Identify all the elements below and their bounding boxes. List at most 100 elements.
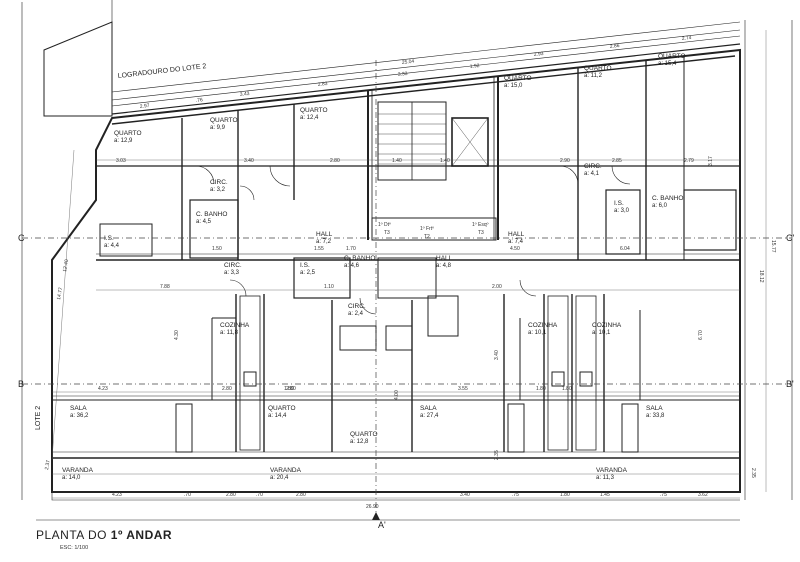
dimension-label: 2.00 <box>492 284 502 290</box>
dimension-label: 26.90 <box>366 504 379 510</box>
room-name: C. BANHO <box>196 211 227 218</box>
room-name: SALA <box>646 405 663 412</box>
stair-t2: T2 <box>424 234 430 240</box>
room-name: QUARTO <box>584 65 612 72</box>
dimension-label: 1.50 <box>212 246 222 252</box>
room-name: C. BANHO <box>344 255 375 262</box>
dimension-label: 1.92 <box>470 63 481 70</box>
room-area: a: 9,9 <box>210 125 226 131</box>
room-name: CIRC. <box>584 163 602 170</box>
dimension-label: 1.40 <box>440 158 450 164</box>
dimension-label: 3.40 <box>494 350 500 360</box>
room-name: QUARTO <box>300 107 328 114</box>
dimension-label: 3.62 <box>698 492 708 498</box>
room-area: a: 2,5 <box>300 270 316 276</box>
room-area: a: 27,4 <box>420 413 439 419</box>
dimension-label: 1.10 <box>324 284 334 290</box>
room-name: QUARTO <box>658 53 686 60</box>
room-area: a: 33,8 <box>646 413 665 419</box>
dimension-label: 2.80 <box>330 158 340 164</box>
dimension-label: 1.40 <box>392 158 402 164</box>
room-name: QUARTO <box>210 117 238 124</box>
room-area: a: 11,2 <box>584 73 603 79</box>
dimension-label: 6.70 <box>698 330 704 340</box>
lote-label: LOTE 2 <box>35 406 42 430</box>
neighbour-block <box>43 21 113 117</box>
room-name: CIRC. <box>224 262 242 269</box>
room-area: a: 10,1 <box>528 330 547 336</box>
room-area: a: 3,3 <box>224 270 240 276</box>
logradouro-label: LOGRADOURO DO LOTE 2 <box>117 63 206 80</box>
dimension-label: 7.88 <box>160 284 170 290</box>
dimension-label: 4.23 <box>112 492 122 498</box>
room-area: a: 36,2 <box>70 413 89 419</box>
section-b-left: B <box>18 379 24 389</box>
dimension-label: 3.55 <box>458 386 468 392</box>
stair-t3: T3 <box>384 230 390 236</box>
section-c-right: C' <box>786 233 794 243</box>
dimension-label: 3.40 <box>460 492 470 498</box>
dimension-label: 4.50 <box>510 246 520 252</box>
dimension-label: 2.93 <box>534 51 545 58</box>
stair-t3b-level: 1º Esqº <box>472 222 489 228</box>
room-name: CIRC. <box>348 303 366 310</box>
room-area: a: 14,0 <box>62 475 81 481</box>
room-area: a: 3,0 <box>614 208 630 214</box>
dimension-label: 18.12 <box>758 270 764 283</box>
section-b-right: B' <box>786 379 794 389</box>
dimension-label: 2.79 <box>684 158 694 164</box>
room-name: HALL <box>316 231 333 238</box>
drawing-scale: ESC: 1/100 <box>60 545 89 551</box>
stair-t3-level: 1º Dtº <box>378 222 391 228</box>
dimension-label: 2.80 <box>296 492 306 498</box>
section-c-left: C <box>18 233 25 243</box>
dimension-label: 1.80 <box>560 492 570 498</box>
dimension-label: 12.40 <box>62 259 70 273</box>
dimension-label: 2.80 <box>226 492 236 498</box>
room-area: a: 6,0 <box>652 203 668 209</box>
room-area: a: 4,8 <box>436 263 452 269</box>
room-area: a: 4,4 <box>104 243 120 249</box>
room-name: COZINHA <box>220 322 250 329</box>
dimension-label: 2.97 <box>140 103 151 110</box>
room-area: a: 14,4 <box>268 413 287 419</box>
dimension-label: 14.77 <box>56 287 64 301</box>
room-area: a: 15,0 <box>504 83 523 89</box>
dimension-label: 2.83 <box>318 81 329 88</box>
dimension-label: 6.04 <box>620 246 630 252</box>
dimension-label: .76 <box>196 97 204 104</box>
dimension-label: 4.00 <box>394 390 400 400</box>
dimension-label: 2.80 <box>222 386 232 392</box>
room-name: HALL <box>508 231 525 238</box>
room-name: COZINHA <box>592 322 622 329</box>
dimension-label: .70 <box>184 492 191 498</box>
room-area: a: 15,4 <box>658 61 677 67</box>
drawing-title: PLANTA DO 1º ANDAR <box>36 528 172 542</box>
room-name: COZINHA <box>528 322 558 329</box>
room-area: a: 12,8 <box>350 439 369 445</box>
room-area: a: 20,4 <box>270 475 289 481</box>
room-area: a: 2,4 <box>348 311 364 317</box>
room-area: a: 10,1 <box>592 330 611 336</box>
room-name: I.S. <box>300 262 310 269</box>
room-name: QUARTO <box>504 75 532 82</box>
dimension-label: 2.90 <box>560 158 570 164</box>
section-a-bottom: A' <box>378 520 386 530</box>
room-area: a: 4,5 <box>196 219 212 225</box>
room-area: a: 11,3 <box>596 475 615 481</box>
room-area: a: 7,4 <box>508 239 524 245</box>
dimension-label: 2.35 <box>750 468 756 478</box>
room-name: QUARTO <box>114 130 142 137</box>
title-prefix: PLANTA DO <box>36 528 111 542</box>
room-name: VARANDA <box>596 467 628 474</box>
dimension-label: 4.30 <box>174 330 180 340</box>
room-name: SALA <box>70 405 87 412</box>
dimension-label: 2.80 <box>286 386 296 392</box>
dimension-label: 25.04 <box>402 59 415 66</box>
dimension-label: 3.33 <box>398 71 409 78</box>
dimension-label: 15.77 <box>770 240 776 253</box>
dimension-label: 1.55 <box>314 246 324 252</box>
title-bold: 1º ANDAR <box>110 528 173 542</box>
dimension-label: 1.80 <box>536 386 546 392</box>
dimension-label: 2.85 <box>612 158 622 164</box>
